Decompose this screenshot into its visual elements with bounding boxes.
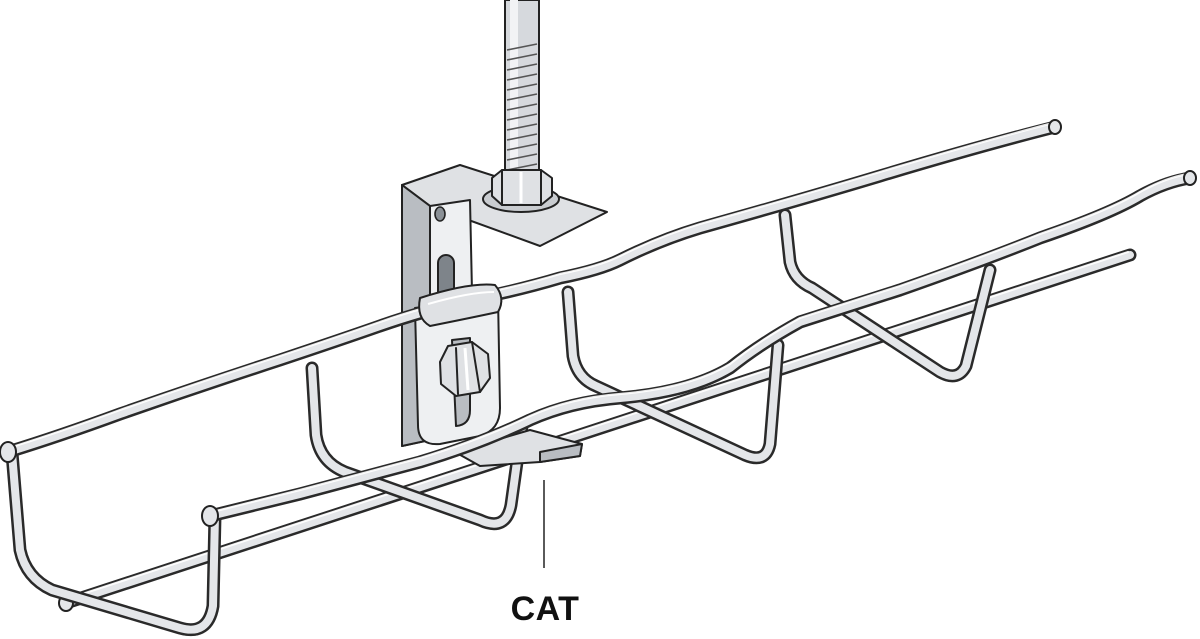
hex-bolt — [439, 341, 491, 397]
callout-label-cat: CAT — [510, 590, 580, 628]
front-lower-rail — [201, 170, 1197, 527]
hex-nut — [482, 169, 560, 213]
clamp-hook — [418, 283, 503, 327]
threaded-rod — [504, 0, 540, 189]
back-cross-wires — [5, 208, 997, 637]
cat-clip — [454, 429, 583, 467]
top-rail-wire — [0, 119, 1062, 463]
